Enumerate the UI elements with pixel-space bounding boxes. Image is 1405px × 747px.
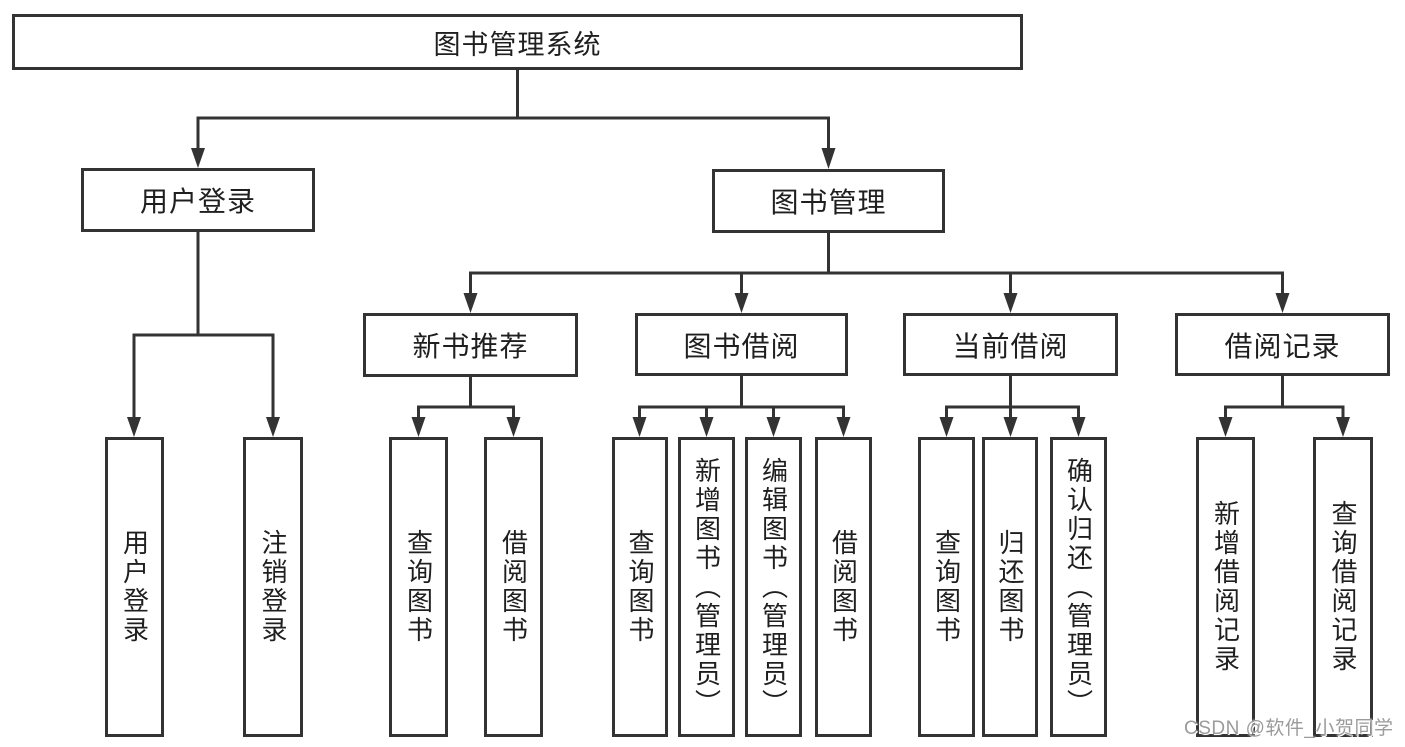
node-borrowing-records: 借阅记录 — [1175, 313, 1390, 376]
leaf-label: 归还图书 — [995, 529, 1025, 645]
leaf-query-books-recommend: 查询图书 — [389, 437, 448, 737]
connector-book-borrow-to-leaves — [632, 376, 851, 437]
leaf-label: 查询借阅记录 — [1328, 500, 1358, 674]
node-label: 新书推荐 — [412, 331, 529, 362]
leaf-user-login: 用户登录 — [105, 437, 164, 737]
leaf-query-books-current: 查询图书 — [918, 437, 975, 737]
leaf-logout: 注销登录 — [243, 437, 303, 737]
node-label: 用户登录 — [139, 186, 256, 217]
node-current-borrowing: 当前借阅 — [903, 313, 1118, 376]
leaf-label: 新增图书（管理员） — [691, 456, 722, 718]
leaf-label: 查询图书 — [403, 529, 434, 645]
csdn-watermark: CSDN @软件_小贺同学 — [1184, 718, 1394, 739]
connector-user-login-to-leaves — [127, 232, 280, 437]
node-label: 当前借阅 — [952, 330, 1069, 362]
node-label: 图书管理系统 — [433, 29, 602, 60]
leaf-return-books: 归还图书 — [982, 437, 1038, 737]
leaf-label: 确认归还（管理员） — [1063, 456, 1094, 718]
node-user-login-branch: 用户登录 — [81, 168, 315, 232]
leaf-borrow-books-recommend: 借阅图书 — [484, 437, 543, 737]
leaf-label: 查询图书 — [625, 529, 655, 645]
connector-borrow-record-to-leaves — [1218, 376, 1350, 437]
node-library-management-system: 图书管理系统 — [12, 14, 1023, 70]
node-label: 图书管理 — [770, 187, 887, 218]
node-book-borrowing: 图书借阅 — [635, 313, 848, 376]
leaf-confirm-return-admin: 确认归还（管理员） — [1050, 437, 1107, 737]
leaf-label: 借阅图书 — [498, 529, 529, 645]
connector-new-book-rec-to-leaves — [411, 377, 521, 437]
node-label: 借阅记录 — [1224, 330, 1341, 362]
leaf-borrow-books: 借阅图书 — [815, 437, 872, 737]
node-book-management-branch: 图书管理 — [712, 169, 945, 233]
node-new-book-recommend: 新书推荐 — [363, 313, 578, 377]
leaf-label: 新增借阅记录 — [1210, 500, 1241, 674]
node-label: 图书借阅 — [683, 330, 800, 362]
leaf-add-books-admin: 新增图书（管理员） — [678, 437, 735, 737]
connector-book-mgmt-to-level3 — [463, 233, 1290, 313]
leaf-label: 注销登录 — [258, 529, 288, 645]
leaf-label: 编辑图书（管理员） — [758, 456, 789, 718]
leaf-add-borrow-record: 新增借阅记录 — [1196, 437, 1255, 737]
leaf-label: 借阅图书 — [828, 529, 859, 645]
leaf-edit-books-admin: 编辑图书（管理员） — [745, 437, 802, 737]
leaf-query-books-borrowing: 查询图书 — [612, 437, 668, 737]
connector-root-to-level2 — [191, 70, 836, 169]
leaf-label: 查询图书 — [931, 529, 962, 645]
leaf-query-borrow-record: 查询借阅记录 — [1313, 437, 1373, 737]
connector-current-borrow-to-leaves — [939, 376, 1086, 437]
leaf-label: 用户登录 — [119, 529, 150, 645]
